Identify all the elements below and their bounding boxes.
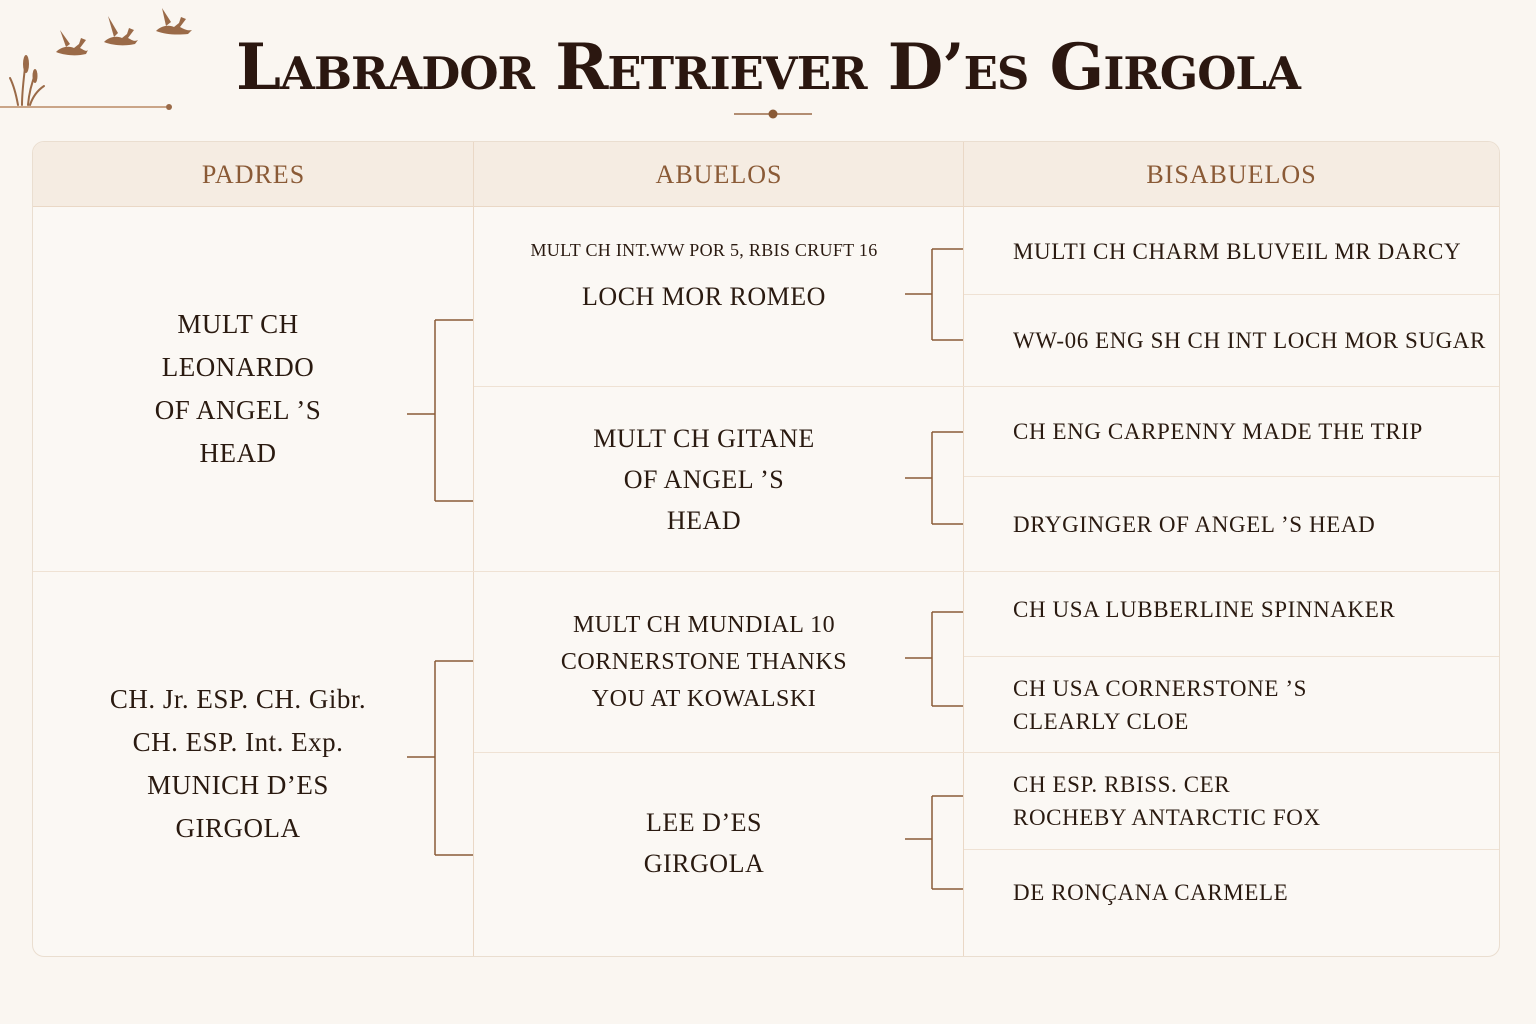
row-divider — [964, 386, 1499, 387]
grandparent-name: LOCH MOR ROMEO — [582, 281, 826, 311]
grandparent-name: MULT CH MUNDIAL 10 CORNERSTONE THANKS YO… — [560, 611, 848, 712]
pedigree-table: PADRES ABUELOS BISABUELOS MULT CH LEONAR… — [32, 141, 1500, 957]
column-divider — [473, 142, 474, 956]
row-divider — [33, 571, 474, 572]
column-header-padres: PADRES — [201, 160, 306, 189]
row-divider — [474, 571, 964, 572]
grandparent-cell: MULT CH INT.WW POR 5, RBIS CRUFT 16 LOCH… — [474, 232, 934, 322]
great-grandparent-name: CH USA CORNERSTONE ’S CLEARLY CLOE — [1013, 675, 1307, 734]
title-divider-ornament — [734, 109, 812, 119]
parent-sire-cell: MULT CH LEONARDO OF ANGEL ’S HEAD — [33, 207, 443, 571]
great-grandparent-cell: CH ESP. RBISS. CER ROCHEBY ANTARCTIC FOX — [1013, 753, 1493, 849]
parent-sire-name: MULT CH LEONARDO OF ANGEL ’S HEAD — [154, 309, 322, 468]
great-grandparent-cell: CH USA LUBBERLINE SPINNAKER — [1013, 562, 1493, 656]
row-divider — [964, 294, 1499, 295]
row-divider — [964, 656, 1499, 657]
column-divider — [963, 142, 964, 956]
great-grandparent-name: MULTI CH CHARM BLUVEIL MR DARCY — [1013, 238, 1462, 264]
row-divider — [474, 752, 964, 753]
column-header-abuelos: ABUELOS — [655, 160, 783, 189]
pedigree-header-bar — [33, 142, 1499, 207]
great-grandparent-name: CH ENG CARPENNY MADE THE TRIP — [1013, 419, 1423, 444]
great-grandparent-cell: DE RONÇANA CARMELE — [1013, 850, 1493, 934]
flying-ducks-logo-icon — [0, 8, 192, 110]
parent-dam-cell: CH. Jr. ESP. CH. Gibr. CH. ESP. Int. Exp… — [33, 572, 443, 956]
great-grandparent-name: CH USA LUBBERLINE SPINNAKER — [1013, 596, 1396, 622]
great-grandparent-name: DRYGINGER OF ANGEL ’S HEAD — [1013, 511, 1376, 537]
grandparent-title: MULT CH INT.WW POR 5, RBIS CRUFT 16 — [530, 239, 878, 260]
great-grandparent-cell: MULTI CH CHARM BLUVEIL MR DARCY — [1013, 207, 1493, 295]
row-divider — [964, 752, 1499, 753]
great-grandparent-cell: CH USA CORNERSTONE ’S CLEARLY CLOE — [1013, 657, 1493, 752]
row-divider — [964, 476, 1499, 477]
grandparent-cell: MULT CH MUNDIAL 10 CORNERSTONE THANKS YO… — [474, 572, 934, 752]
grandparent-cell: LEE D’ES GIRGOLA — [474, 753, 934, 933]
great-grandparent-cell: DRYGINGER OF ANGEL ’S HEAD — [1013, 477, 1493, 571]
great-grandparent-name: WW-06 ENG SH CH INT LOCH MOR SUGAR — [1013, 328, 1486, 353]
great-grandparent-name: DE RONÇANA CARMELE — [1013, 879, 1289, 905]
row-divider — [964, 571, 1499, 572]
great-grandparent-cell: WW-06 ENG SH CH INT LOCH MOR SUGAR — [1013, 295, 1493, 386]
grandparent-name: MULT CH GITANE OF ANGEL ’S HEAD — [593, 423, 815, 535]
row-divider — [474, 386, 964, 387]
great-grandparent-cell: CH ENG CARPENNY MADE THE TRIP — [1013, 387, 1493, 476]
grandparent-name: LEE D’ES GIRGOLA — [643, 808, 765, 878]
column-header-bisabuelos: BISABUELOS — [1146, 160, 1317, 189]
page-title: Labrador Retriever D’es Girgola — [236, 30, 1301, 105]
parent-dam-name: CH. Jr. ESP. CH. Gibr. CH. ESP. Int. Exp… — [109, 684, 367, 843]
grandparent-cell: MULT CH GITANE OF ANGEL ’S HEAD — [474, 387, 934, 571]
row-divider — [964, 849, 1499, 850]
great-grandparent-name: CH ESP. RBISS. CER ROCHEBY ANTARCTIC FOX — [1013, 772, 1321, 830]
